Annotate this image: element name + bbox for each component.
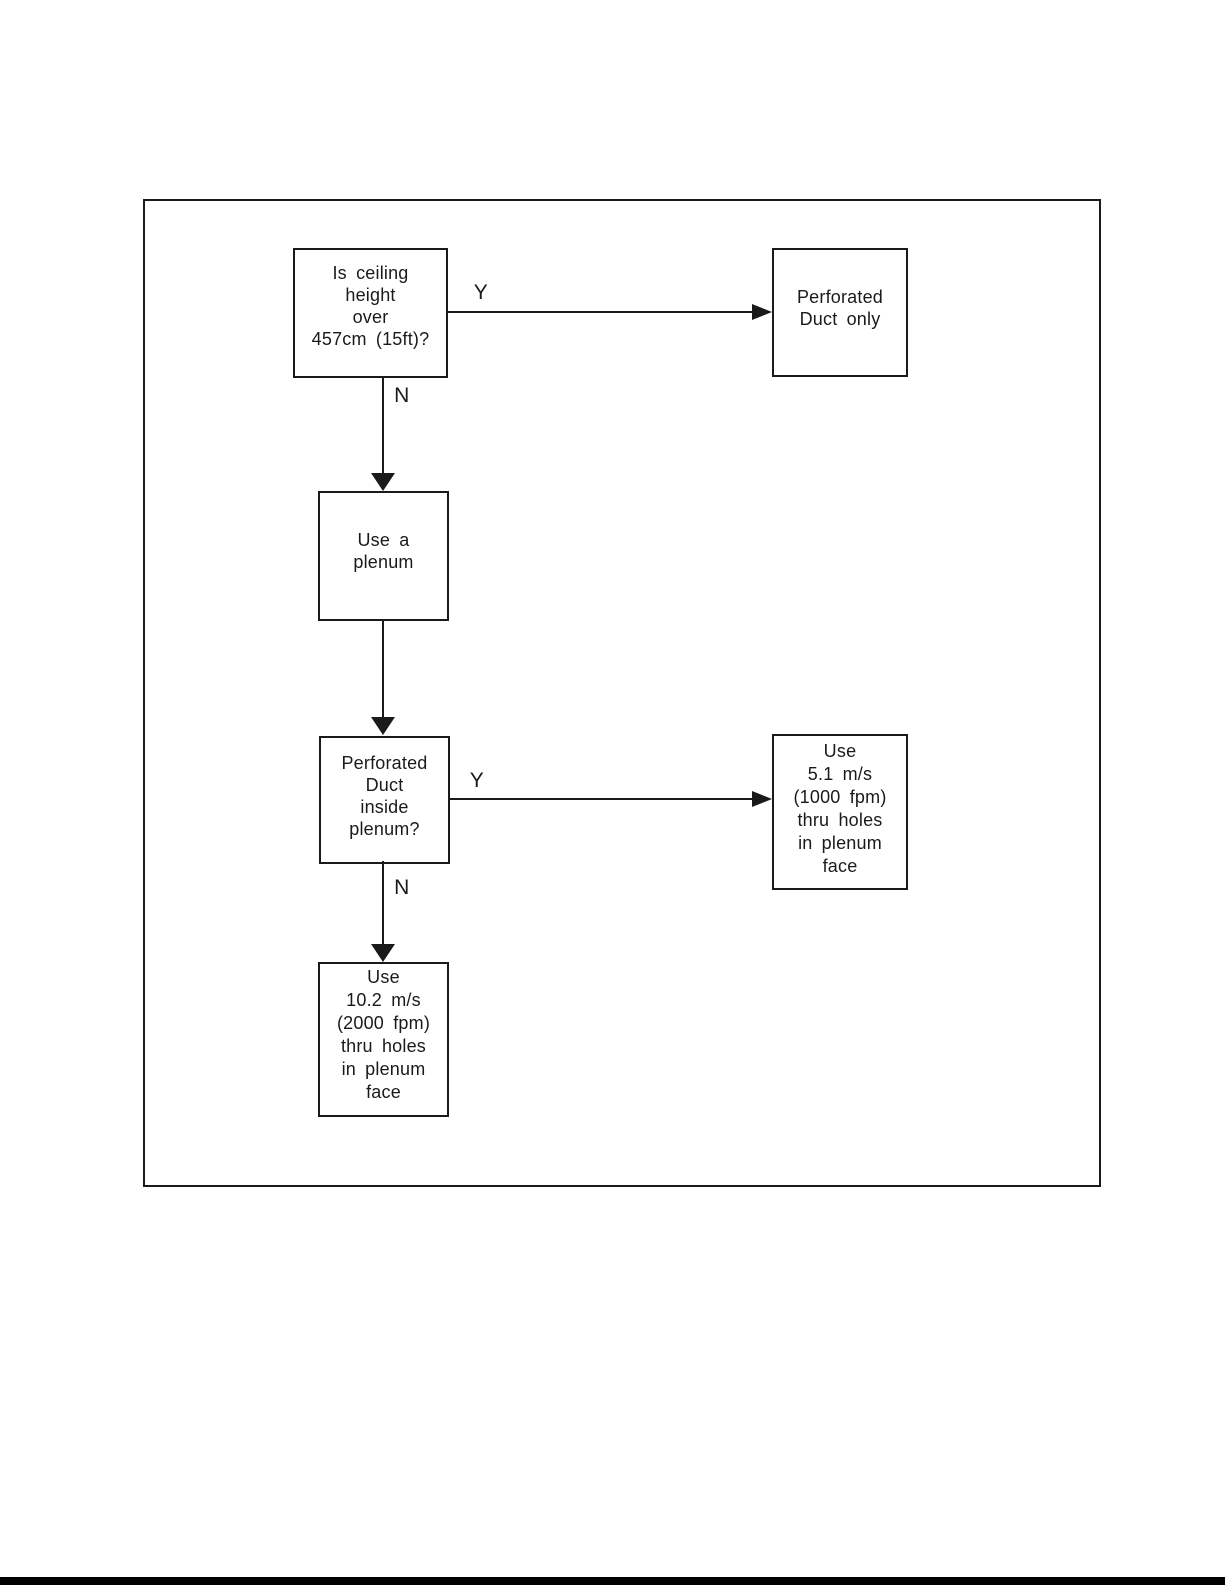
arrow-line-plenum-to-question	[382, 620, 384, 719]
arrowhead-right-icon	[752, 791, 772, 807]
arrowhead-right-icon	[752, 304, 772, 320]
arrow-line-no-to-10-2	[382, 861, 384, 946]
node-use-10-2-ms: Use 10.2 m/s (2000 fpm) thru holes in pl…	[318, 962, 449, 1117]
edge-label-yes: Y	[469, 769, 485, 792]
arrow-line-yes-to-5-1	[449, 798, 754, 800]
node-label: Perforated Duct only	[796, 286, 884, 329]
node-use-a-plenum: Use a plenum	[318, 491, 449, 621]
arrow-line-yes-to-duct-only	[448, 311, 754, 313]
arrowhead-down-icon	[371, 473, 395, 491]
edge-label-no: N	[394, 876, 410, 899]
edge-label-no: N	[394, 384, 410, 407]
edge-label-yes: Y	[473, 281, 489, 304]
node-label: Use 10.2 m/s (2000 fpm) thru holes in pl…	[336, 966, 431, 1102]
node-q-perforated-duct-inside-plenum: Perforated Duct inside plenum?	[319, 736, 450, 864]
diagram-border	[143, 199, 1101, 1187]
node-label: Use a plenum	[353, 530, 414, 572]
arrow-line-no-to-plenum	[382, 377, 384, 475]
node-use-5-1-ms: Use 5.1 m/s (1000 fpm) thru holes in ple…	[772, 734, 908, 890]
node-label: Perforated Duct inside plenum?	[341, 752, 428, 839]
arrowhead-down-icon	[371, 944, 395, 962]
node-perforated-duct-only: Perforated Duct only	[772, 248, 908, 377]
node-q-ceiling-height: Is ceiling height over 457cm (15ft)?	[293, 248, 448, 378]
page-bottom-rule	[0, 1577, 1225, 1585]
arrowhead-down-icon	[371, 717, 395, 735]
node-label: Is ceiling height over 457cm (15ft)?	[311, 263, 430, 349]
node-label: Use 5.1 m/s (1000 fpm) thru holes in ple…	[793, 740, 887, 876]
